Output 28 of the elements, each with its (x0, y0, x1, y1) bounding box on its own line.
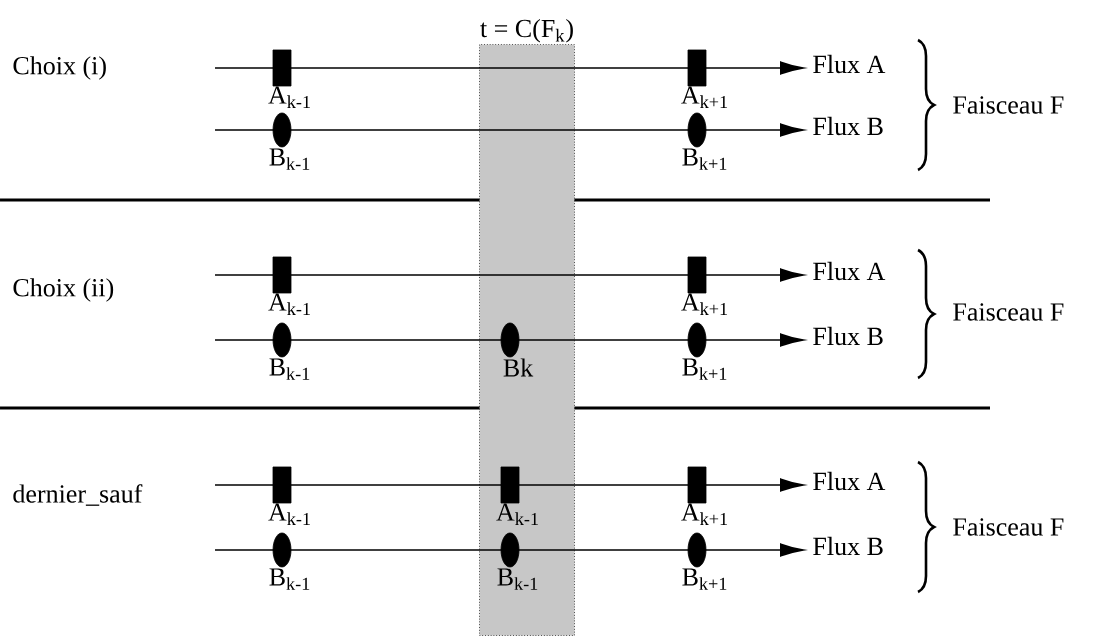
marker-label: Bk (503, 358, 534, 377)
marker-label: B$_{k+1}$ (682, 148, 727, 170)
marker-label: A$_{k-1}$ (268, 86, 310, 108)
marker-label: A$_{k+1}$ (681, 503, 727, 525)
row-label: Choix (i) (13, 56, 106, 80)
flux-label: Flux A (813, 54, 886, 74)
marker-label: B$_{k-1}$ (269, 568, 310, 590)
row-label: Faisceau F (953, 518, 1064, 536)
marker-label: B$_{k+1}$ (682, 568, 727, 590)
marker-label: A$_{k-1}$ (268, 293, 310, 315)
marker-label: A$_{k+1}$ (681, 293, 727, 315)
row-label: Faisceau F (953, 96, 1064, 114)
flux-label: Flux B (813, 326, 883, 346)
row-label: dernier_sauf (13, 484, 143, 506)
marker-label: A$_{k-1}$ (268, 503, 310, 525)
marker-label: B$_{k+1}$ (682, 358, 727, 380)
flux-label: Flux A (813, 261, 886, 281)
row-label: Choix (ii) (13, 278, 114, 302)
marker-label: B$_{k-1}$ (269, 358, 310, 380)
flux-label: Flux A (813, 471, 886, 491)
marker-label: A$_{k+1}$ (681, 86, 727, 108)
row-label: Faisceau F (953, 303, 1064, 321)
marker-label: A$_{k-1}$ (496, 503, 538, 525)
band-heading: t = C(F$_{k}$) (480, 19, 573, 43)
marker-label: B$_{k-1}$ (269, 148, 310, 170)
flux-label: Flux B (813, 536, 883, 556)
flux-label: Flux B (813, 116, 883, 136)
marker-label: B$_{k-1}$ (497, 568, 538, 590)
